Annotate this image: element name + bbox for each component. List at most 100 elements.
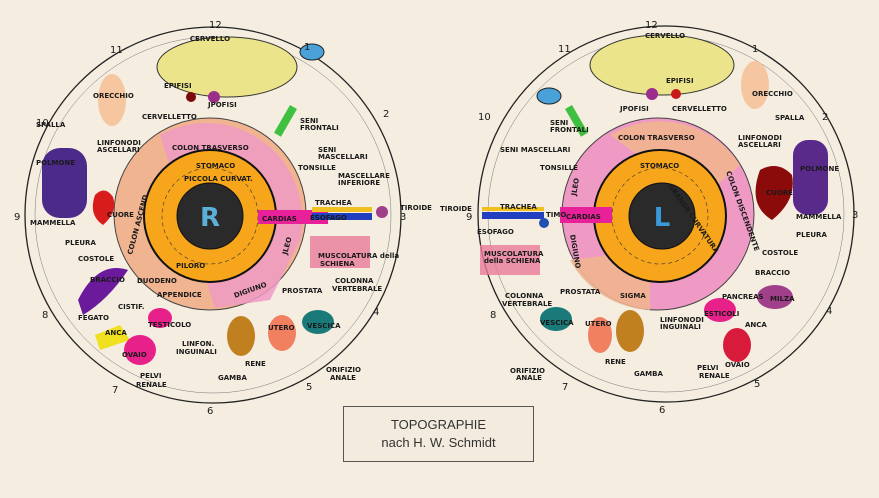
organ-label: POLMONE xyxy=(800,165,839,173)
right-ovary-icon xyxy=(124,335,156,365)
organ-label: MASCELLARE xyxy=(338,172,390,180)
organ-label: GAMBA xyxy=(218,374,247,382)
organ-label: VESCICA xyxy=(540,319,574,327)
organ-label: LINFON. xyxy=(182,340,214,348)
right-thyroid-icon xyxy=(376,206,388,218)
clock-number: 10 xyxy=(478,112,491,123)
organ-label: SENI MASCELLARI xyxy=(500,146,570,154)
right-iris-inner-ring xyxy=(34,36,392,394)
right-uterus-icon xyxy=(268,315,296,351)
organ-label: VERTEBRALE xyxy=(502,300,552,308)
left-spleen-icon xyxy=(757,285,793,309)
organ-label: LINFONODI xyxy=(97,139,141,147)
organ-label: JPOFISI xyxy=(207,101,237,109)
organ-label: PILORO xyxy=(176,262,205,270)
organ-label: RENALE xyxy=(136,381,167,389)
right-frontal-sinus-icon xyxy=(274,105,297,137)
left-heart-icon xyxy=(755,166,793,220)
organ-label: TRACHEA xyxy=(315,199,352,207)
organ-label: SIGMA xyxy=(620,292,646,300)
organ-label: COLON TRASVERSO xyxy=(172,144,249,152)
organ-label: TIMO xyxy=(546,211,566,219)
organ-label: APPENDICE xyxy=(157,291,202,299)
organ-label: CERVELLO xyxy=(645,32,685,40)
clock-number: 1 xyxy=(304,42,310,53)
left-lung-icon xyxy=(793,140,828,215)
organ-label: PELVI xyxy=(140,372,161,380)
left-cardias-band xyxy=(560,207,612,223)
clock-number: 11 xyxy=(558,44,571,55)
organ-label: VESCICA xyxy=(307,322,341,330)
organ-label: CARDIAS xyxy=(262,215,297,223)
left-eye-icon xyxy=(536,87,562,105)
organ-label: RENE xyxy=(245,360,266,368)
right-liver-icon xyxy=(78,268,128,315)
organ-label: CERVELLO xyxy=(190,35,230,43)
organ-label: MUSCOLATURA xyxy=(484,250,544,258)
clock-number: 9 xyxy=(14,212,20,223)
organ-label: SENI xyxy=(550,119,568,127)
organ-label: FEGATO xyxy=(78,314,109,322)
right-ear-icon xyxy=(98,74,126,126)
caption-title: TOPOGRAPHIE xyxy=(390,417,487,432)
right-brain-icon xyxy=(156,36,298,98)
clock-number: 4 xyxy=(373,307,379,318)
organ-label: PLEURA xyxy=(65,239,96,247)
organ-label: ORECCHIO xyxy=(752,90,793,98)
left-pupil-letter: L xyxy=(654,203,671,233)
right-pupil xyxy=(176,182,244,250)
organ-label: VERTEBRALE xyxy=(332,285,382,293)
right-cardias-band xyxy=(258,210,328,224)
organ-label: SENI xyxy=(318,146,336,154)
organ-label: MILZA xyxy=(770,295,795,303)
organ-label: ANCA xyxy=(745,321,767,329)
clock-number: 8 xyxy=(490,310,496,321)
clock-number: 8 xyxy=(42,310,48,321)
organ-label: ANALE xyxy=(330,374,356,382)
organ-label: CERVELLETTO xyxy=(672,105,727,113)
clock-number: 6 xyxy=(659,405,665,416)
organ-label: UTERO xyxy=(585,320,612,328)
organ-label: TRACHEA xyxy=(500,203,537,211)
left-iris-chart: L CERVELLO EPIFISI JPOFISI CERVELLETTO O… xyxy=(440,20,858,416)
clock-number: 6 xyxy=(207,406,213,417)
organ-label: TIROIDE xyxy=(400,204,432,212)
organ-label: FRONTALI xyxy=(300,124,339,132)
organ-label: RENALE xyxy=(699,372,730,380)
right-pupil-letter: R xyxy=(200,203,220,233)
organ-label: BRACCIO xyxy=(755,269,790,277)
organ-label: INGUINALI xyxy=(176,348,217,356)
right-iris-chart: R CERVELLO EPIFISI JPOFISI CERVELLETTO O… xyxy=(14,20,432,417)
organ-label: STOMACO xyxy=(196,162,235,170)
organ-label: DUODENO xyxy=(137,277,177,285)
organ-label: COLONNA xyxy=(335,277,374,285)
clock-number: 10 xyxy=(36,118,49,129)
clock-number: 2 xyxy=(383,109,389,120)
organ-label: SPALLA xyxy=(36,121,66,129)
left-testicle-icon xyxy=(704,298,736,322)
organ-label: OVAIO xyxy=(122,351,147,359)
organ-label: COSTOLE xyxy=(78,255,114,263)
organ-label: PROSTATA xyxy=(560,288,601,296)
organ-label: RENE xyxy=(605,358,626,366)
left-ipofisi-icon xyxy=(646,88,658,100)
clock-number: 9 xyxy=(466,212,472,223)
organ-label: MAMMELLA xyxy=(30,219,76,227)
right-heart-icon xyxy=(92,190,115,225)
right-eye-icon xyxy=(299,43,325,61)
right-iris-outer-ring xyxy=(24,26,402,404)
left-bladder-icon xyxy=(540,307,572,331)
organ-label: TONSILLE xyxy=(540,164,578,172)
left-ovary-icon xyxy=(723,328,751,362)
clock-number: 12 xyxy=(645,20,658,31)
organ-label: ASCELLARI xyxy=(738,141,781,149)
organ-label: ORIFIZIO xyxy=(510,367,545,375)
clock-number: 1 xyxy=(752,44,758,55)
right-ipofisi-icon xyxy=(208,91,220,103)
organ-label: PICCOLA CURVAT. xyxy=(184,175,253,183)
right-hip-icon xyxy=(95,325,130,350)
organ-label: ASCELLARI xyxy=(97,146,140,154)
organ-label: UTERO xyxy=(268,324,295,332)
left-brain-icon xyxy=(589,34,735,96)
